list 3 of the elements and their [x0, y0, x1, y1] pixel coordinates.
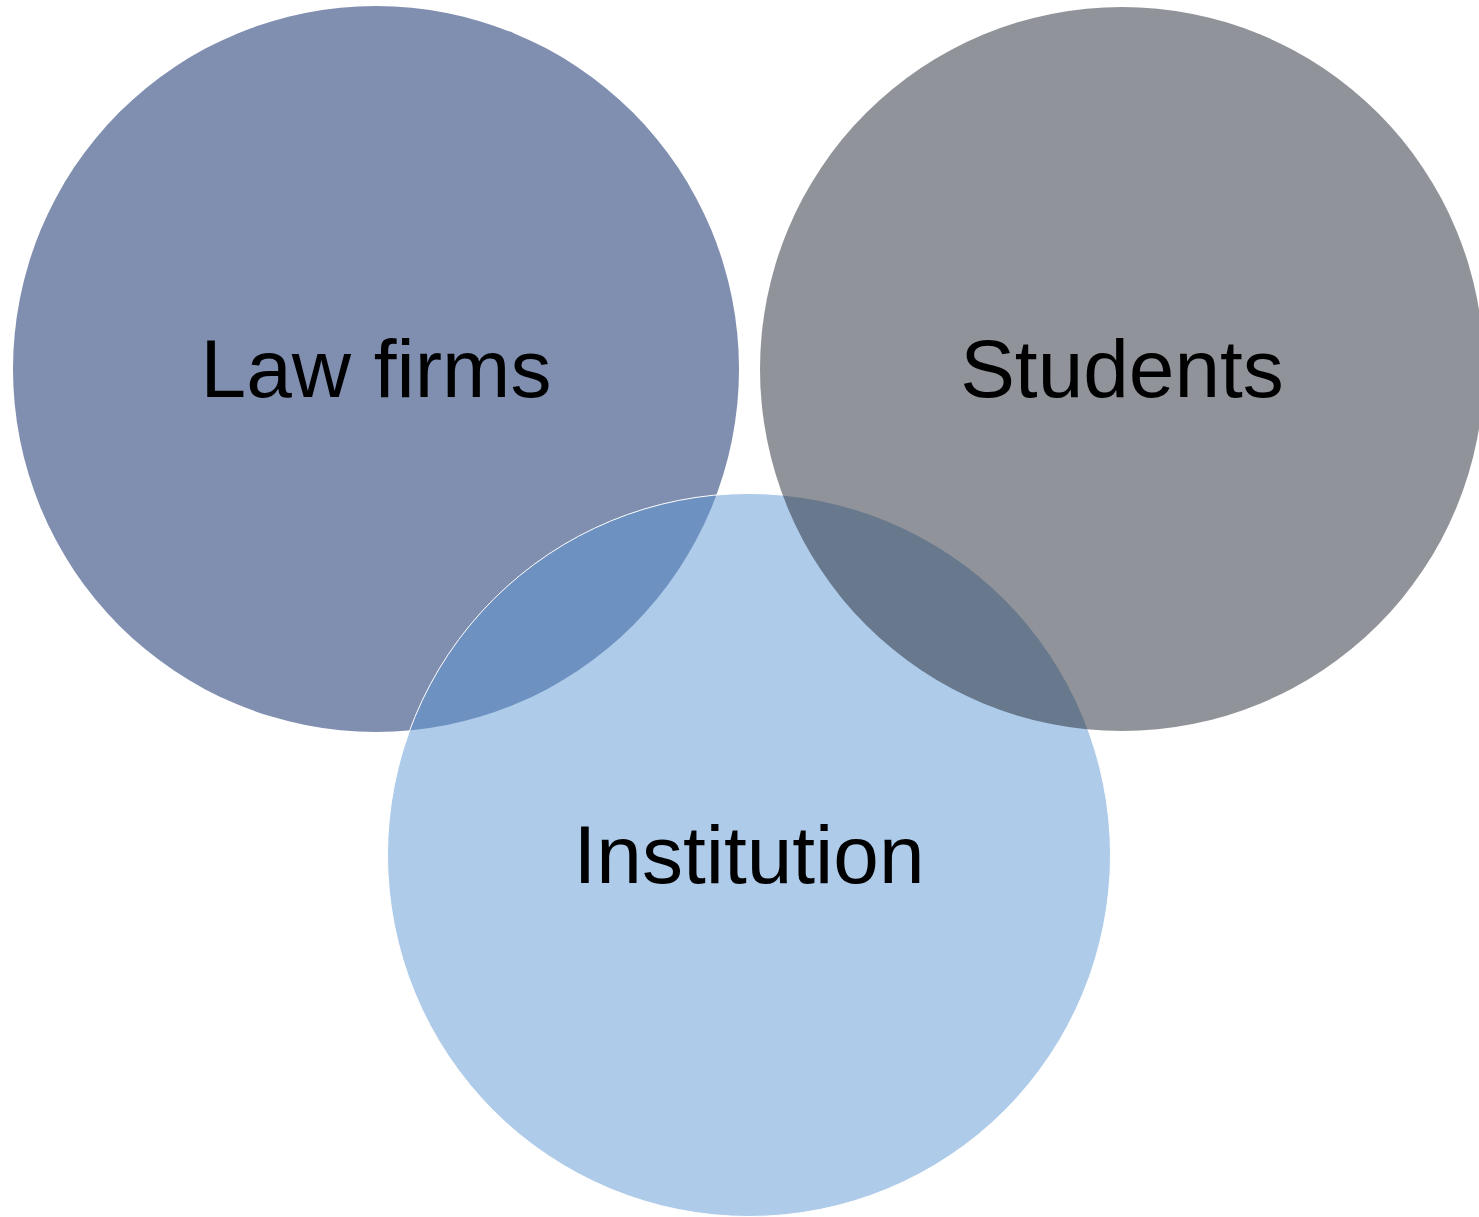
circle-label: Institution [573, 808, 925, 902]
circle-label: Law firms [200, 322, 552, 416]
circle-label: Students [960, 322, 1284, 416]
